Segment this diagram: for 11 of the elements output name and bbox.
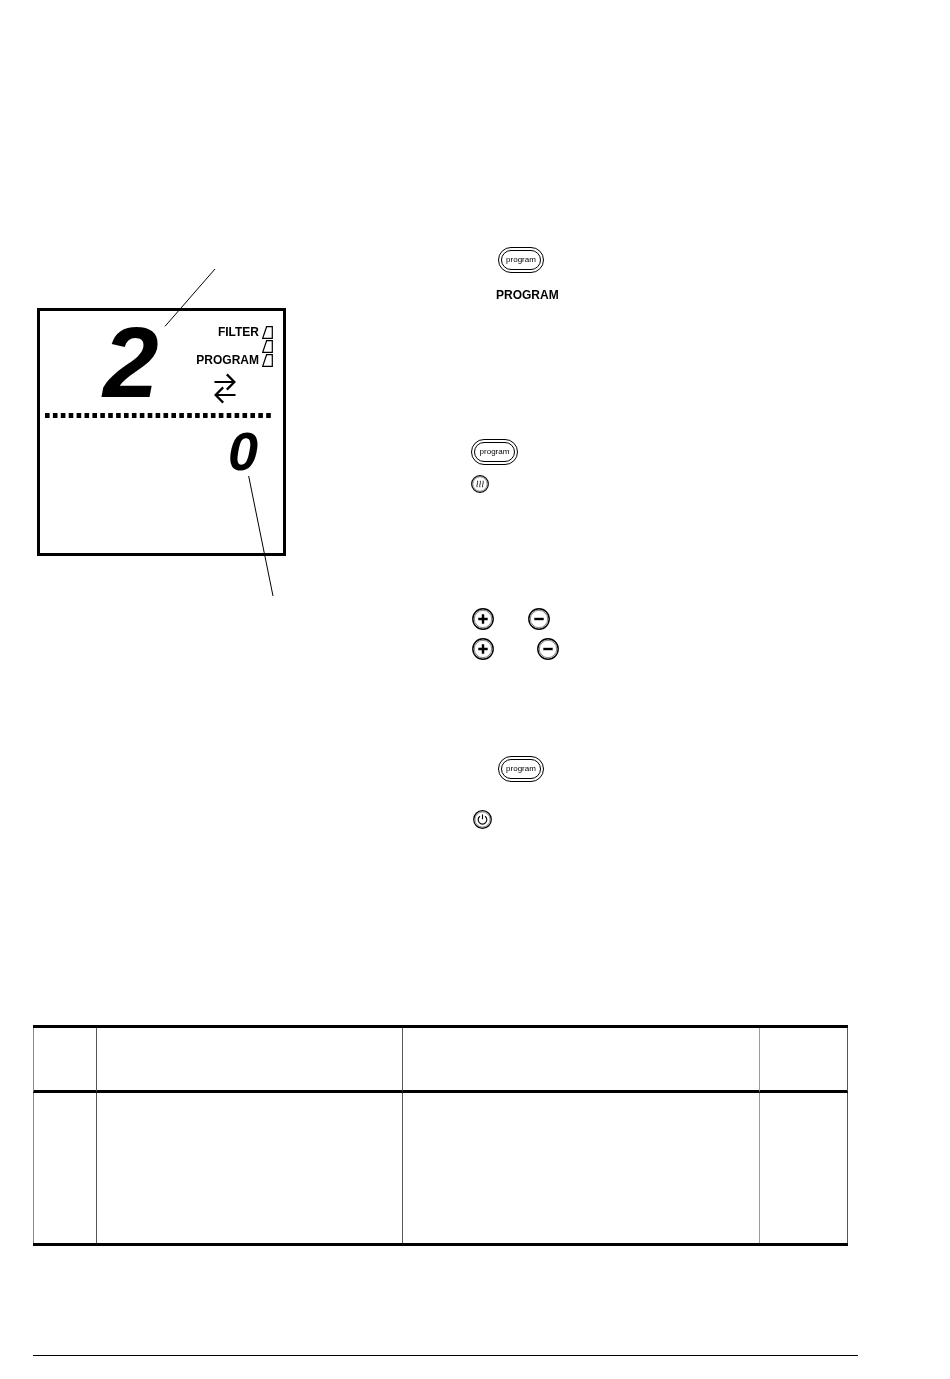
leader-line — [164, 268, 216, 327]
lcd-display — [37, 308, 286, 556]
leader-line — [248, 475, 274, 597]
display-digit: 2 — [101, 322, 165, 404]
indicator-label: PROGRAM — [196, 353, 259, 367]
display-digit: 0 — [226, 430, 262, 476]
program-button: program — [498, 756, 544, 782]
program-button: program — [498, 247, 544, 273]
indicator-label: FILTER — [217, 325, 259, 339]
program-button: program — [471, 439, 518, 465]
mode-label: PROGRAM — [496, 288, 559, 302]
